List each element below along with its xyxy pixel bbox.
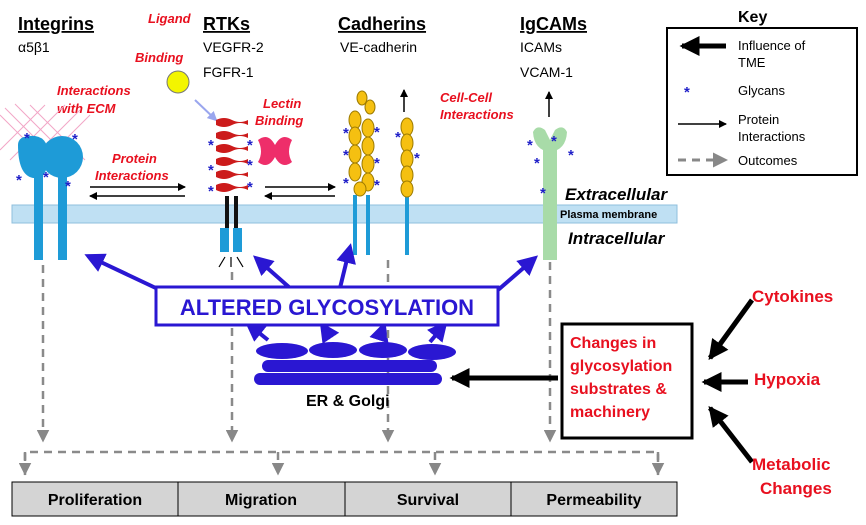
protein-interactions-label-2: Interactions — [95, 168, 169, 183]
ligand-ball — [166, 70, 190, 94]
glycan-star-icon: * — [247, 157, 253, 174]
cell-cell-label-1: Cell-Cell — [440, 90, 492, 105]
key-item-protein-2: Interactions — [738, 129, 806, 144]
protein-interaction-arrows-left — [89, 183, 186, 200]
rtks-title: RTKs — [203, 14, 250, 34]
outcome-proliferation: Proliferation — [48, 492, 142, 509]
ligand-binding-label-1: Ligand — [148, 11, 192, 26]
protein-interaction-arrows-right — [264, 183, 336, 200]
glycan-star-icon: * — [374, 155, 380, 172]
cytokines-label: Cytokines — [752, 287, 833, 306]
glycan-star-icon: * — [24, 130, 30, 147]
key-title: Key — [738, 9, 767, 26]
hypoxia-label: Hypoxia — [754, 370, 821, 389]
glycan-star-icon: * — [374, 177, 380, 194]
changes-line-1: Changes in — [570, 335, 656, 352]
glycan-star-icon: * — [527, 137, 533, 154]
glycan-star-icon: * — [551, 133, 557, 150]
changes-line-4: machinery — [570, 404, 650, 421]
rtk-glycans: * * * * * * — [208, 137, 253, 200]
glycan-star-icon: * — [65, 178, 71, 195]
glycan-star-icon: * — [395, 129, 401, 146]
integrin-receptor — [18, 135, 83, 260]
changes-box — [560, 322, 694, 440]
glycan-star-icon: * — [208, 162, 214, 179]
lectin-shape — [258, 136, 292, 166]
ecm-interactions-label-2: with ECM — [57, 101, 117, 116]
igcams-title: IgCAMs — [520, 14, 587, 34]
rtk-receptor — [216, 118, 248, 268]
ligand-binding-label-2: Binding — [135, 50, 183, 65]
metabolic-label-2: Changes — [760, 479, 832, 498]
key-item-outcomes: Outcomes — [738, 153, 798, 168]
glycan-star-icon: * — [414, 150, 420, 167]
glycan-star-icon: * — [540, 185, 546, 202]
glycan-star-icon: * — [247, 179, 253, 196]
lectin-binding-label-2: Binding — [255, 113, 303, 128]
igcams-subtype-2: VCAM-1 — [520, 64, 573, 80]
lectin-binding-label-1: Lectin — [263, 96, 301, 111]
igcam-receptor — [533, 91, 567, 260]
altered-glycosylation-label: ALTERED GLYCOSYLATION — [180, 295, 474, 320]
rtks-subtype-1: VEGFR-2 — [203, 39, 264, 55]
glycan-star-icon: * — [72, 131, 78, 148]
glycan-star-icon: * — [684, 84, 690, 101]
extracellular-label: Extracellular — [565, 185, 668, 204]
glycan-star-icon: * — [43, 169, 49, 186]
rtks-subtype-2: FGFR-1 — [203, 64, 254, 80]
glycan-star-icon: * — [247, 137, 253, 154]
integrin-glycans: * * * * * — [16, 130, 78, 195]
igcam-glycans: * * * * * — [527, 133, 574, 202]
glycan-star-icon: * — [208, 183, 214, 200]
outcome-permeability: Permeability — [546, 492, 641, 509]
key-item-glycans: Glycans — [738, 83, 785, 98]
glycosylation-arrows — [84, 243, 539, 344]
key-item-protein-1: Protein — [738, 112, 779, 127]
cadherin-glycans: * * * * * * * * — [343, 124, 420, 194]
changes-line-3: substrates & — [570, 381, 667, 398]
outcomes-bar — [11, 481, 678, 517]
cadherin-left — [348, 90, 376, 255]
outcome-survival: Survival — [397, 492, 459, 509]
er-golgi-label: ER & Golgi — [306, 393, 390, 410]
glycan-star-icon: * — [534, 155, 540, 172]
tme-arrows — [449, 298, 755, 464]
integrins-subtype: α5β1 — [18, 39, 50, 55]
protein-interactions-label-1: Protein — [112, 151, 157, 166]
altered-glycosylation-box — [154, 285, 500, 327]
glycan-star-icon: * — [343, 175, 349, 192]
metabolic-label-1: Metabolic — [752, 455, 830, 474]
plasma-membrane-label: Plasma membrane — [560, 209, 657, 221]
glycan-star-icon: * — [343, 147, 349, 164]
glycan-star-icon: * — [16, 172, 22, 189]
intracellular-label: Intracellular — [568, 229, 666, 248]
er-golgi-stack — [254, 342, 456, 385]
changes-line-2: glycosylation — [570, 358, 672, 375]
cadherins-title: Cadherins — [338, 14, 426, 34]
cell-cell-label-2: Interactions — [440, 107, 514, 122]
glycan-star-icon: * — [374, 124, 380, 141]
plasma-membrane — [11, 204, 678, 224]
cadherins-subtype: VE-cadherin — [340, 39, 417, 55]
glycan-star-icon: * — [208, 137, 214, 154]
ecm-interactions-label-1: Interactions — [57, 83, 131, 98]
cadherin-right — [400, 89, 414, 255]
glycan-star-icon: * — [568, 147, 574, 164]
outcome-migration: Migration — [225, 492, 297, 509]
glycan-star-icon: * — [343, 125, 349, 142]
integrins-title: Integrins — [18, 14, 94, 34]
ligand-arrow — [194, 99, 218, 122]
igcams-subtype-1: ICAMs — [520, 39, 562, 55]
key-item-influence-2: TME — [738, 55, 766, 70]
key-item-influence-1: Influence of — [738, 38, 806, 53]
